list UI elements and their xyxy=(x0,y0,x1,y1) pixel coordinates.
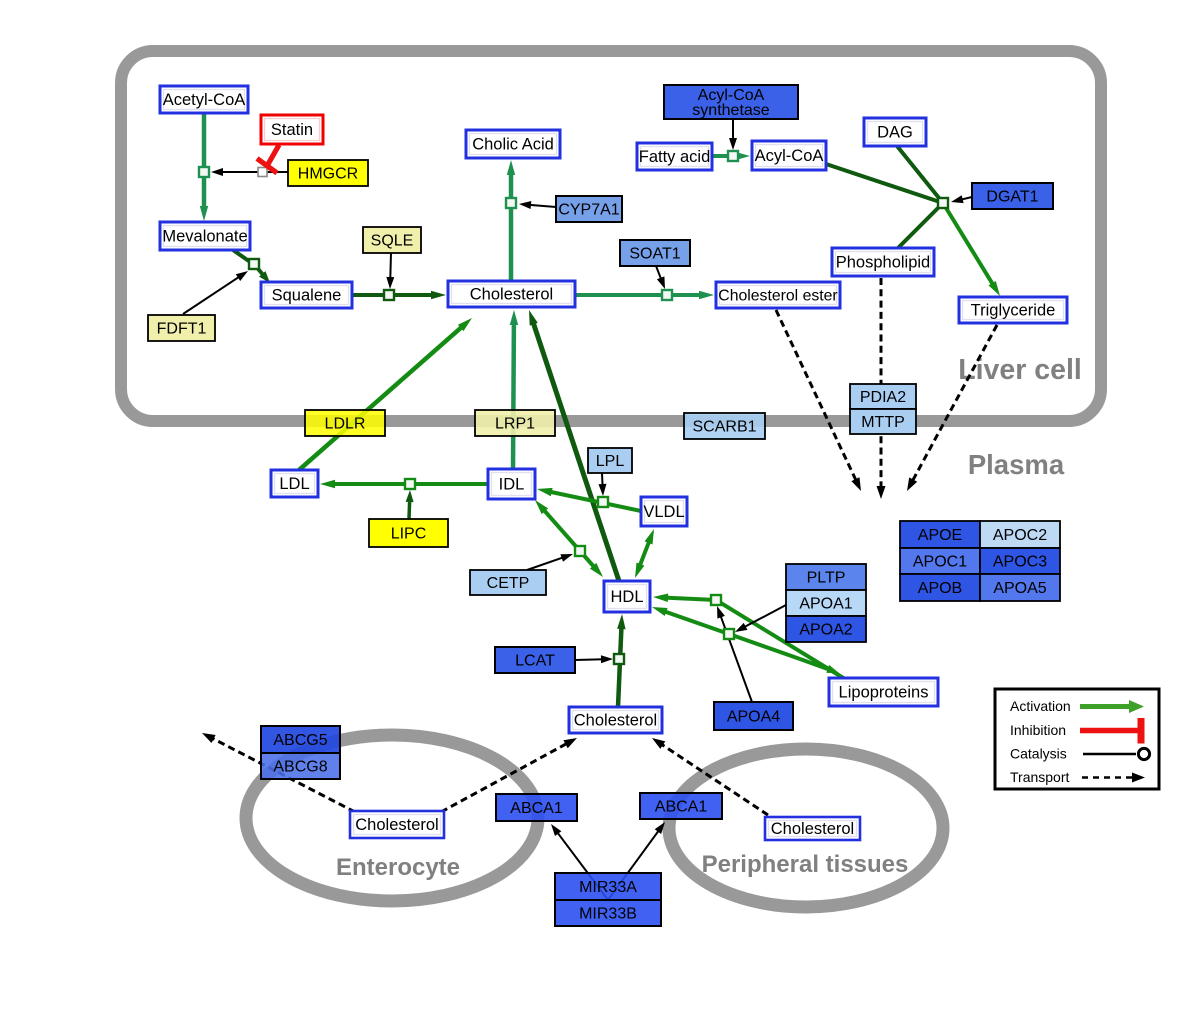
svg-text:APOA2: APOA2 xyxy=(799,621,852,638)
svg-text:ABCA1: ABCA1 xyxy=(510,800,563,817)
svg-text:Cholic Acid: Cholic Acid xyxy=(472,136,554,154)
svg-text:Activation: Activation xyxy=(1010,698,1071,714)
svg-text:SCARB1: SCARB1 xyxy=(692,418,756,435)
svg-text:DGAT1: DGAT1 xyxy=(986,188,1038,205)
svg-text:Statin: Statin xyxy=(271,121,313,139)
svg-text:Inhibition: Inhibition xyxy=(1010,722,1066,738)
svg-text:Phospholipid: Phospholipid xyxy=(836,254,931,272)
svg-text:ABCA1: ABCA1 xyxy=(655,798,708,815)
svg-text:SOAT1: SOAT1 xyxy=(629,245,680,262)
svg-text:Cholesterol: Cholesterol xyxy=(470,286,553,304)
svg-text:APOC2: APOC2 xyxy=(993,527,1047,544)
svg-text:PLTP: PLTP xyxy=(807,569,846,586)
svg-text:Cholesterol: Cholesterol xyxy=(574,712,657,730)
svg-text:LRP1: LRP1 xyxy=(495,415,535,432)
svg-text:APOB: APOB xyxy=(918,580,962,597)
svg-text:Plasma: Plasma xyxy=(968,449,1065,480)
svg-text:HDL: HDL xyxy=(610,588,643,606)
svg-text:HMGCR: HMGCR xyxy=(298,165,358,182)
svg-text:SQLE: SQLE xyxy=(371,232,414,249)
svg-text:APOC3: APOC3 xyxy=(993,553,1047,570)
svg-text:Acetyl-CoA: Acetyl-CoA xyxy=(163,91,246,109)
svg-text:APOA1: APOA1 xyxy=(799,595,852,612)
svg-text:MIR33B: MIR33B xyxy=(579,905,637,922)
svg-text:Cholesterol: Cholesterol xyxy=(771,820,854,838)
svg-text:DAG: DAG xyxy=(877,124,913,142)
svg-text:APOA4: APOA4 xyxy=(727,708,780,725)
svg-text:CYP7A1: CYP7A1 xyxy=(558,201,619,218)
svg-text:IDL: IDL xyxy=(499,476,525,494)
svg-text:LCAT: LCAT xyxy=(515,652,555,669)
svg-text:VLDL: VLDL xyxy=(643,503,684,521)
svg-text:MIR33A: MIR33A xyxy=(579,879,637,896)
svg-text:FDFT1: FDFT1 xyxy=(157,320,207,337)
svg-text:LPL: LPL xyxy=(596,453,625,470)
svg-text:ABCG8: ABCG8 xyxy=(273,758,327,775)
svg-text:Cholesterol ester: Cholesterol ester xyxy=(718,287,837,304)
svg-text:Cholesterol: Cholesterol xyxy=(355,816,438,834)
svg-text:APOA5: APOA5 xyxy=(993,580,1046,597)
svg-text:Acyl-CoA: Acyl-CoA xyxy=(698,87,765,104)
svg-text:Catalysis: Catalysis xyxy=(1010,746,1067,762)
svg-text:LDLR: LDLR xyxy=(325,415,366,432)
svg-text:LDL: LDL xyxy=(279,475,309,493)
svg-text:Liver cell: Liver cell xyxy=(958,354,1082,386)
svg-text:Squalene: Squalene xyxy=(272,287,342,305)
svg-text:Lipoproteins: Lipoproteins xyxy=(839,684,929,702)
svg-text:Peripheral tissues: Peripheral tissues xyxy=(702,851,909,878)
svg-text:APOE: APOE xyxy=(918,527,962,544)
svg-text:synthetase: synthetase xyxy=(692,102,769,119)
svg-text:CETP: CETP xyxy=(487,575,530,592)
svg-text:ABCG5: ABCG5 xyxy=(273,732,327,749)
svg-text:Fatty acid: Fatty acid xyxy=(639,148,711,166)
svg-text:MTTP: MTTP xyxy=(861,414,905,431)
svg-text:Mevalonate: Mevalonate xyxy=(162,228,247,246)
svg-text:PDIA2: PDIA2 xyxy=(860,389,906,406)
svg-text:Acyl-CoA: Acyl-CoA xyxy=(755,147,824,165)
svg-text:Transport: Transport xyxy=(1010,769,1070,785)
svg-text:Enterocyte: Enterocyte xyxy=(336,854,460,881)
svg-text:APOC1: APOC1 xyxy=(913,553,967,570)
svg-text:LIPC: LIPC xyxy=(391,525,427,542)
svg-text:Triglyceride: Triglyceride xyxy=(971,302,1056,320)
